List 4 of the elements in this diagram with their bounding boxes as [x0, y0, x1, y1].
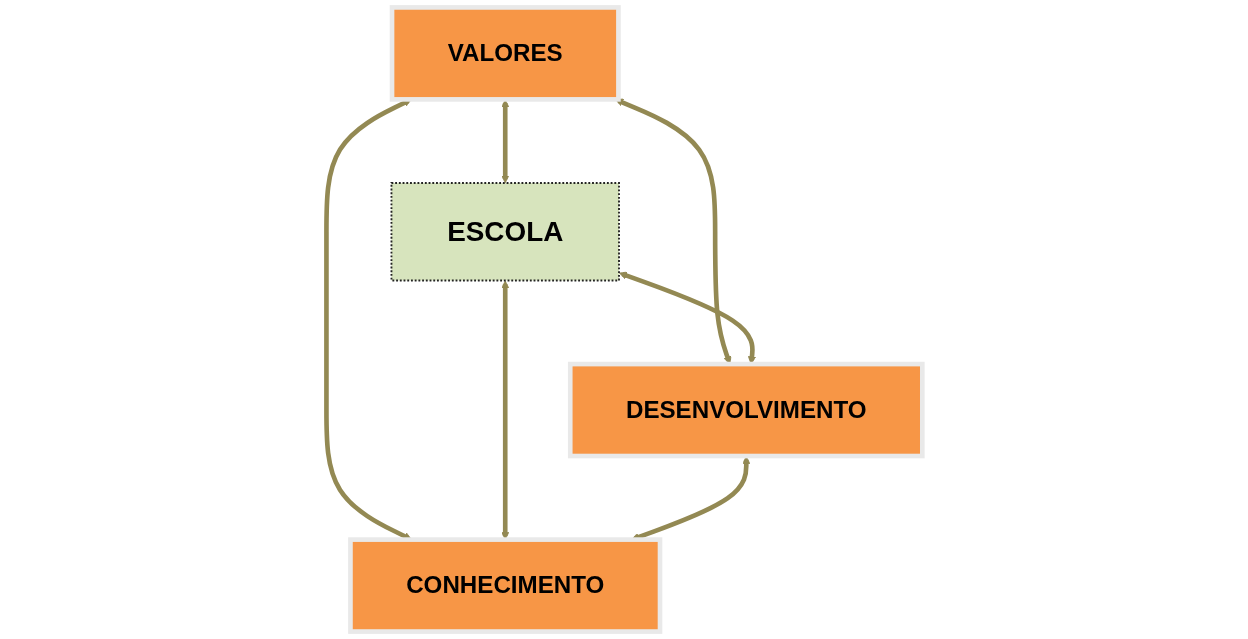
- node-box: CONHECIMENTO: [347, 537, 662, 634]
- node-box: ESCOLA: [390, 182, 620, 282]
- node-box: DESENVOLVIMENTO: [567, 361, 925, 459]
- node-box: VALORES: [389, 5, 621, 102]
